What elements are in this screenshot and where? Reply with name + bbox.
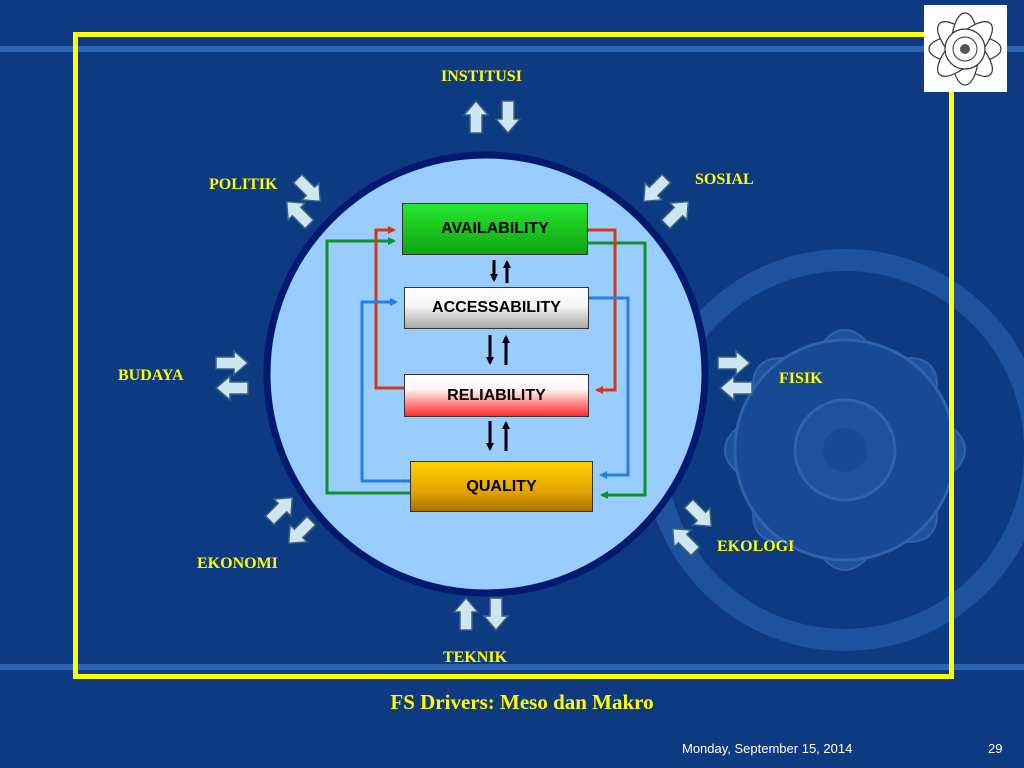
label-budaya: BUDAYA	[118, 367, 184, 384]
label-ekologi: EKOLOGI	[717, 538, 795, 555]
label-sosial: SOSIAL	[695, 171, 754, 188]
reliability-box: RELIABILITY	[404, 374, 589, 417]
availability-box: AVAILABILITY	[402, 203, 588, 255]
university-emblem-icon	[928, 12, 1002, 86]
arrow-fisik-icon	[717, 350, 753, 401]
arrow-ekologi-icon	[663, 494, 721, 561]
label-institusi: INSTITUSI	[441, 68, 522, 85]
top-stripe	[0, 46, 1024, 52]
box-link-arrows	[486, 260, 511, 451]
footer-date: Monday, September 15, 2014	[682, 741, 853, 756]
red-connector	[374, 226, 617, 394]
quality-box: QUALITY	[410, 461, 593, 512]
label-politik: POLITIK	[209, 176, 278, 193]
university-logo	[924, 5, 1007, 92]
footer-page-number: 29	[988, 741, 1003, 756]
bottom-stripe	[0, 664, 1024, 670]
arrow-teknik-icon	[453, 597, 509, 631]
accessability-box: ACCESSABILITY	[404, 287, 589, 329]
label-fisik: FISIK	[779, 370, 823, 387]
blue-connector	[360, 296, 630, 483]
label-teknik: TEKNIK	[443, 649, 508, 666]
label-ekonomi: EKONOMI	[197, 555, 278, 572]
yellow-frame	[73, 32, 954, 679]
arrow-budaya-icon	[215, 350, 249, 401]
arrow-politik-icon	[277, 169, 330, 234]
slide-caption: FS Drivers: Meso dan Makro	[390, 690, 654, 714]
arrow-institusi-icon	[463, 100, 521, 134]
